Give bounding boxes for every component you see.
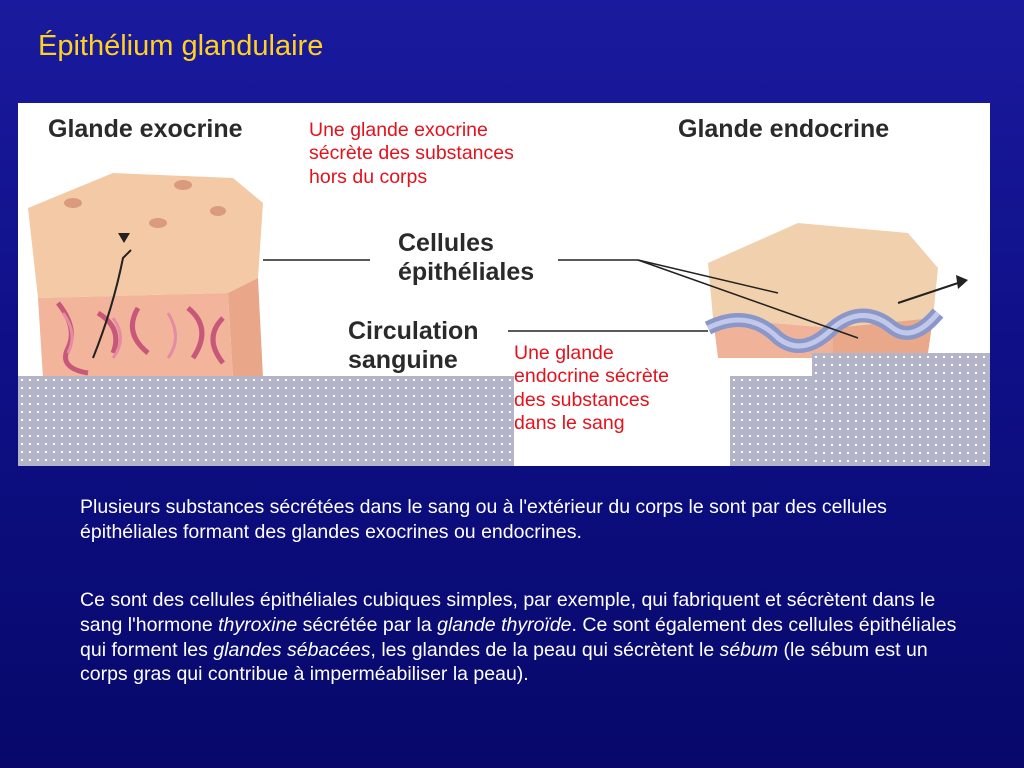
label-blood-line1: Circulation: [348, 317, 479, 345]
slide-title: Épithélium glandulaire: [38, 30, 324, 62]
exocrine-gland-block: [28, 173, 263, 378]
endocrine-gland-block: [704, 223, 968, 358]
note-exocrine-line2: sécrète des substances: [309, 142, 514, 165]
label-blood-circulation: Circulation sanguine: [348, 317, 479, 375]
label-epithelial-line1: Cellules: [398, 229, 494, 257]
para2-part-g: , les glandes de la peau qui sécrètent l…: [370, 638, 720, 661]
pointer-line-right-3: [637, 259, 859, 339]
note-endocrine-line2: endocrine sécrète: [514, 365, 670, 388]
dotted-overlay-right: [812, 353, 990, 466]
note-endocrine-line1: Une glande: [514, 342, 614, 364]
term-sebaceous-glands: glandes sébacées: [213, 638, 371, 661]
term-sebum: sébum: [719, 638, 779, 661]
pointer-line-right-2: [637, 259, 779, 294]
para2-part-a: Ce sont des cellules épithéliales cubiqu…: [80, 589, 936, 636]
note-exocrine-line1: Une glande exocrine: [309, 119, 488, 141]
label-blood-line2: sanguine: [348, 345, 458, 374]
note-endocrine: Une glande endocrine sécrète des substan…: [514, 341, 670, 437]
note-endocrine-line3: des substances: [514, 388, 650, 411]
paragraph-2: Ce sont des cellules épithéliales cubiqu…: [80, 588, 980, 687]
dotted-overlay-left: [18, 376, 514, 466]
term-thyroid-gland: glande thyroïde: [437, 613, 572, 636]
gland-drawing: [28, 173, 968, 378]
label-endocrine-gland: Glande endocrine: [678, 115, 890, 143]
label-exocrine-gland: Glande exocrine: [48, 115, 243, 143]
para2-part-i: (le sébum est un corps gras qui contribu…: [80, 638, 928, 686]
paragraph-1: Plusieurs substances sécrétées dans le s…: [80, 496, 887, 543]
note-endocrine-line4: dans le sang: [514, 412, 625, 435]
note-exocrine: Une glande exocrine sécrète des substanc…: [309, 119, 514, 189]
para2-part-e: . Ce sont également des cellules épithél…: [80, 613, 957, 661]
dotted-overlay-mid: [730, 376, 812, 466]
note-exocrine-line3: hors du corps: [309, 165, 428, 188]
para2-part-c: sécrétée par la: [297, 613, 438, 636]
label-epithelial-line2: épithéliales: [398, 257, 535, 286]
label-epithelial-cells: Cellules épithéliales: [398, 229, 534, 287]
term-thyroxine: thyroxine: [218, 613, 298, 636]
